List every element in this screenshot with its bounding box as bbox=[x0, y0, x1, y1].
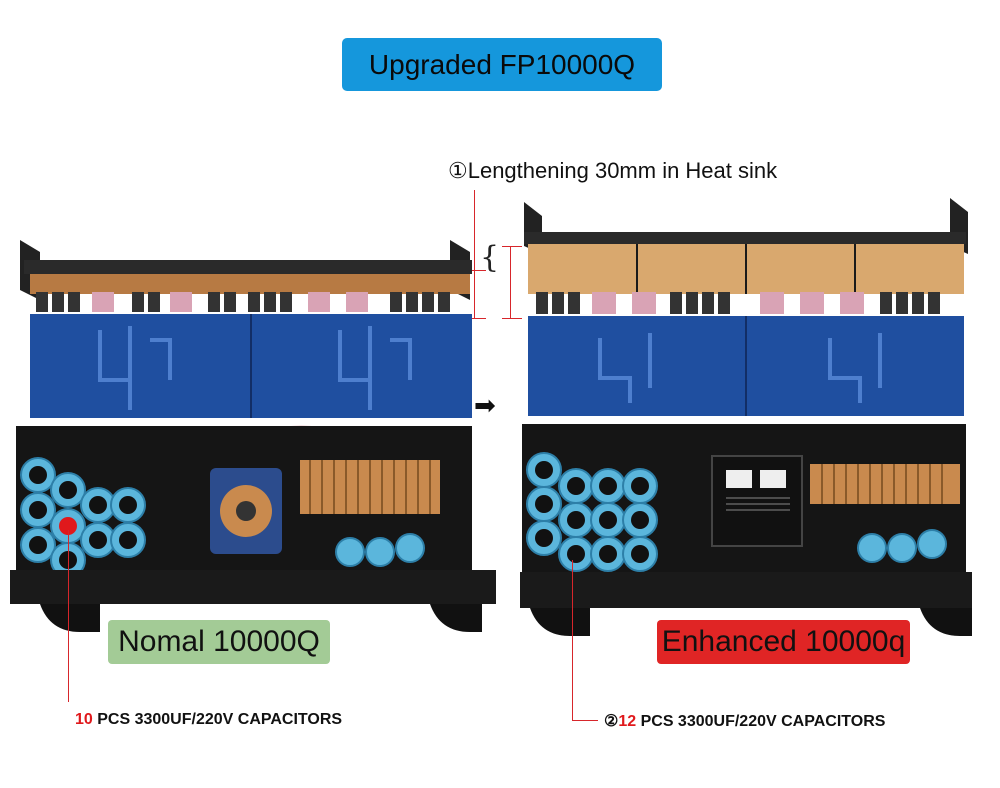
enhanced-model-label: Enhanced 10000q bbox=[657, 620, 910, 664]
normal-amplifier-photo bbox=[10, 240, 496, 632]
normal-capacitor-spec: PCS 3300UF/220V CAPACITORS bbox=[92, 711, 343, 728]
capacitor-leader-right-vertical bbox=[572, 560, 573, 720]
dimension-line-right bbox=[510, 246, 511, 318]
enhanced-amplifier-photo bbox=[520, 198, 972, 636]
dimension-line-left bbox=[474, 190, 475, 318]
title-badge: Upgraded FP10000Q bbox=[342, 38, 662, 91]
enhanced-capacitor-spec: PCS 3300UF/220V CAPACITORS bbox=[636, 713, 886, 730]
dimension-tick bbox=[502, 318, 522, 319]
enhanced-marker: ② bbox=[604, 713, 619, 730]
heat-sink-note: ①Lengthening 30mm in Heat sink bbox=[448, 158, 778, 183]
capacitor-leader-left bbox=[68, 530, 69, 702]
arrow-right-icon: ➡ bbox=[474, 391, 496, 421]
normal-capacitor-text: 10 PCS 3300UF/220V CAPACITORS bbox=[75, 711, 342, 729]
enhanced-capacitor-text: ②12 PCS 3300UF/220V CAPACITORS bbox=[604, 711, 885, 731]
normal-model-label: Nomal 10000Q bbox=[108, 620, 330, 664]
dimension-tick bbox=[466, 318, 486, 319]
dimension-tick bbox=[466, 270, 486, 271]
normal-capacitor-count: 10 bbox=[75, 711, 93, 728]
enhanced-capacitor-count: 12 bbox=[618, 713, 637, 730]
dimension-tick bbox=[502, 246, 522, 247]
capacitor-leader-right-horizontal bbox=[572, 720, 598, 721]
brace-icon: { bbox=[480, 240, 500, 275]
